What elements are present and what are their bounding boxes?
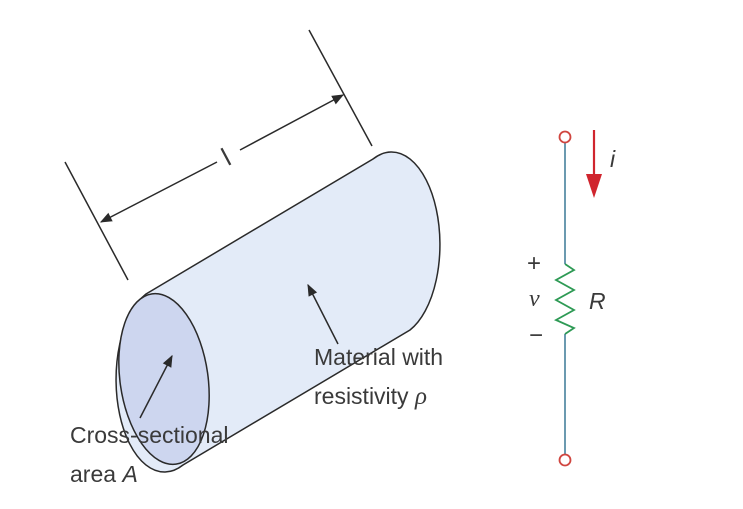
material-label-line1: Material with bbox=[314, 344, 443, 370]
length-label: l bbox=[217, 142, 236, 171]
length-dimension-left bbox=[99, 161, 218, 223]
material-pointer bbox=[307, 283, 339, 345]
current-label: i bbox=[610, 146, 616, 172]
cylinder-end-face bbox=[118, 292, 210, 466]
area-symbol: A bbox=[120, 461, 137, 487]
current-arrow-head bbox=[586, 174, 602, 198]
area-label-line1: Cross-sectional bbox=[70, 422, 229, 448]
voltage-plus: + bbox=[527, 250, 541, 277]
material-label-line2: resistivity ρ bbox=[314, 383, 427, 410]
length-extension-left bbox=[64, 161, 129, 281]
terminal-top bbox=[558, 130, 572, 144]
material-label-prefix: resistivity bbox=[314, 383, 415, 409]
area-label-line2: area A bbox=[70, 461, 138, 487]
area-label-prefix: area bbox=[70, 461, 122, 487]
resistance-label: R bbox=[589, 288, 606, 314]
terminal-bottom bbox=[558, 453, 572, 467]
voltage-minus: − bbox=[529, 322, 543, 349]
resistor-zigzag bbox=[553, 263, 576, 335]
area-pointer bbox=[139, 354, 173, 419]
length-dimension-right bbox=[239, 94, 345, 151]
length-extension-right bbox=[308, 29, 373, 147]
resistivity-symbol: ρ bbox=[414, 383, 427, 410]
voltage-label: v bbox=[529, 286, 540, 312]
